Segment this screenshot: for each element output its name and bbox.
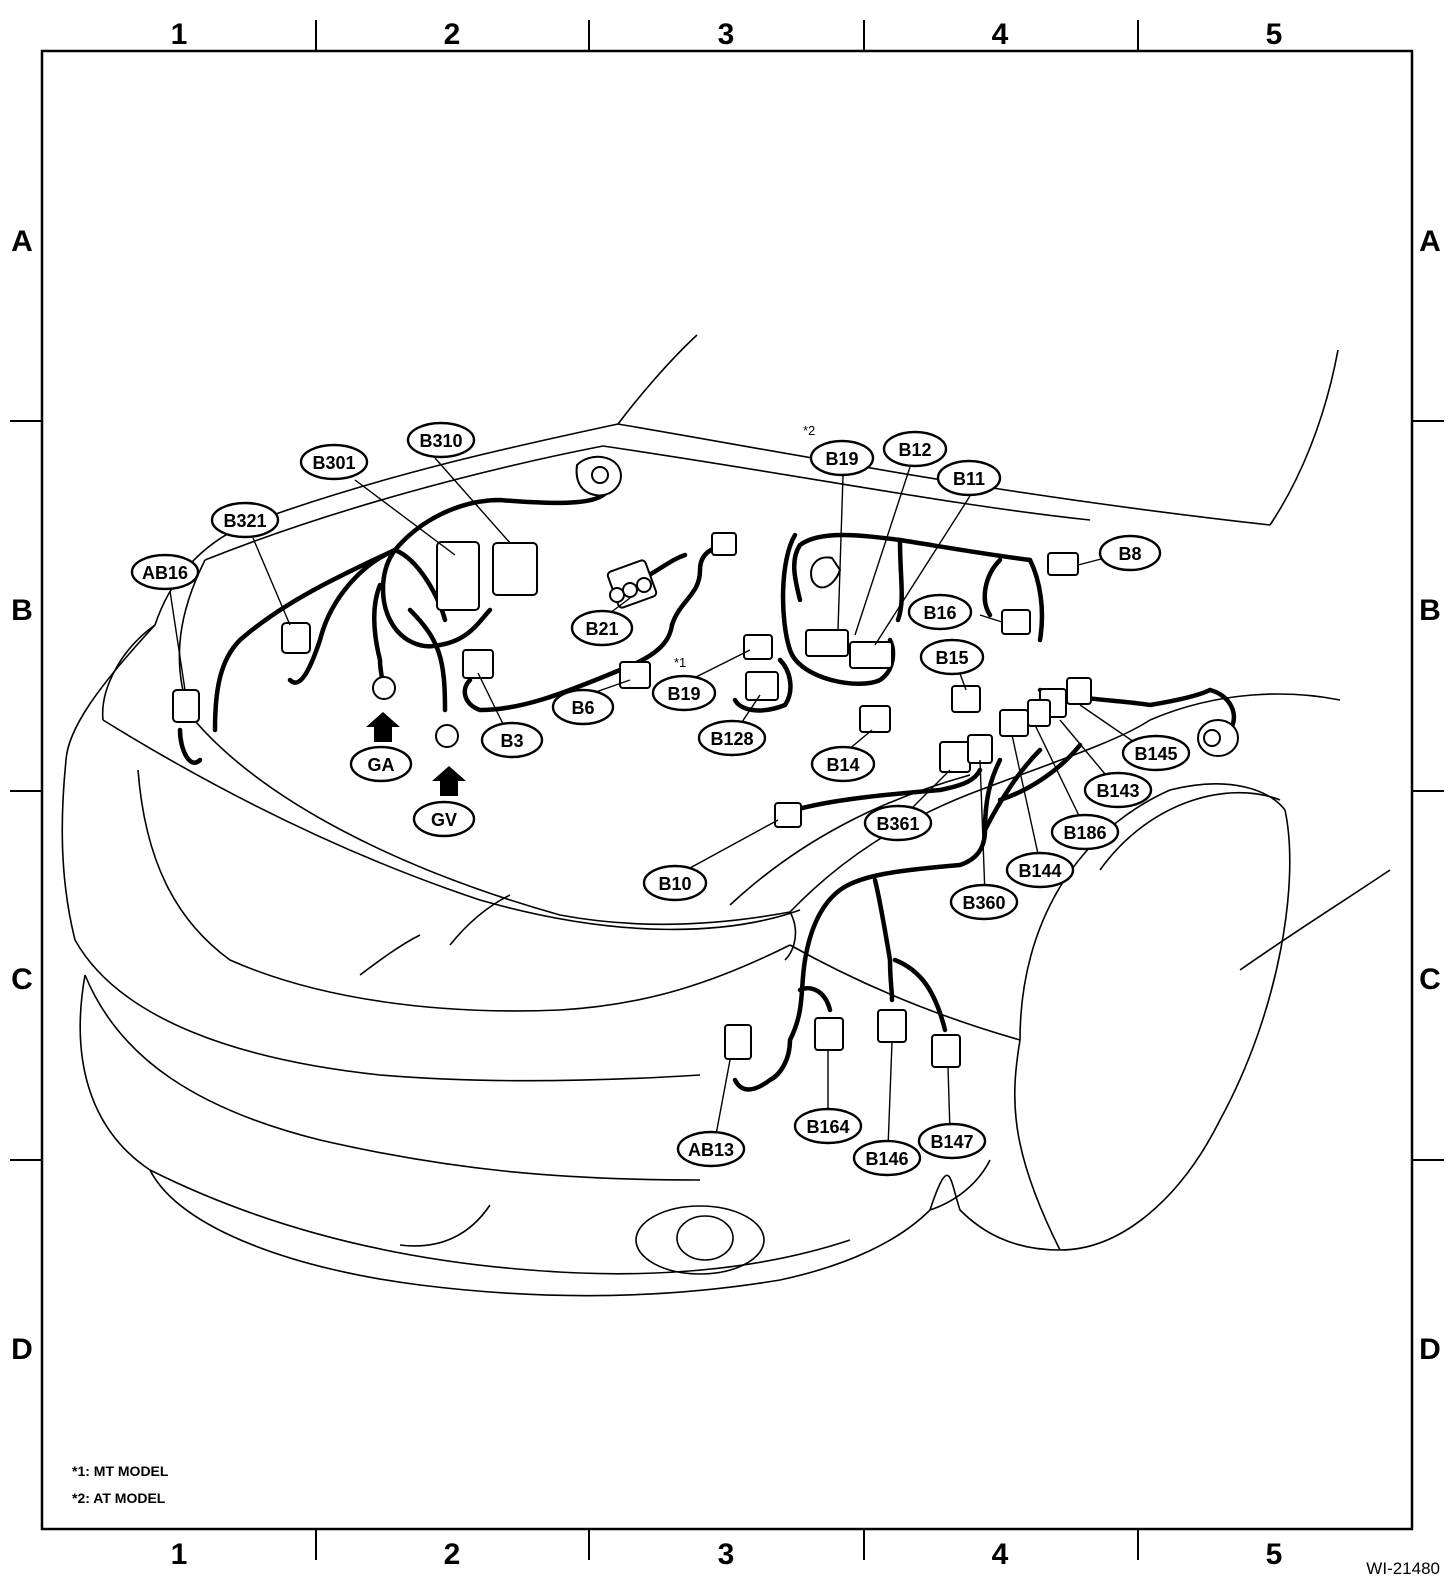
grid-col-3-bottom: 3 <box>718 1538 735 1571</box>
leader-lines <box>169 457 1151 1149</box>
svg-text:B3: B3 <box>500 731 523 751</box>
label-b144: B144 <box>1005 851 1075 889</box>
grid-row-a-left: A <box>11 225 33 258</box>
grid-row-c-right: C <box>1419 963 1441 996</box>
svg-text:B145: B145 <box>1134 744 1177 764</box>
label-b321: B321 <box>210 501 280 539</box>
svg-text:B14: B14 <box>826 755 859 775</box>
connector-bodies <box>172 455 1239 1068</box>
document-id: WI-21480 <box>1366 1559 1440 1578</box>
label-b186: B186 <box>1050 813 1120 851</box>
label-b361: B361 <box>863 804 933 842</box>
label-b12: B12 <box>882 430 948 468</box>
svg-text:B19: B19 <box>825 449 858 469</box>
svg-text:B8: B8 <box>1118 544 1141 564</box>
svg-text:B321: B321 <box>223 511 266 531</box>
note-mt-model: *1: MT MODEL <box>72 1463 169 1479</box>
svg-text:B12: B12 <box>898 440 931 460</box>
label-b21: B21 <box>570 609 634 647</box>
grid-col-2-bottom: 2 <box>444 1538 461 1571</box>
svg-text:B128: B128 <box>710 729 753 749</box>
svg-text:AB13: AB13 <box>688 1140 734 1160</box>
svg-text:B146: B146 <box>865 1149 908 1169</box>
svg-text:B164: B164 <box>806 1117 849 1137</box>
grid-col-4-top: 4 <box>992 18 1009 51</box>
svg-text:B361: B361 <box>876 814 919 834</box>
frame <box>10 20 1444 1560</box>
svg-text:B16: B16 <box>923 603 956 623</box>
vehicle-body <box>61 334 1391 1297</box>
gv-arrow-icon <box>432 766 466 796</box>
label-b19-at: *2 B19 <box>803 423 875 477</box>
label-b310: B310 <box>406 421 476 459</box>
label-b3: B3 <box>480 721 544 759</box>
svg-text:B310: B310 <box>419 431 462 451</box>
grid-row-d-right: D <box>1419 1333 1441 1366</box>
svg-text:B143: B143 <box>1096 781 1139 801</box>
grid-row-c-left: C <box>11 963 33 996</box>
grid-row-b-left: B <box>11 594 33 627</box>
svg-text:B11: B11 <box>953 469 985 489</box>
label-b6: B6 <box>551 688 615 726</box>
grid-col-2-top: 2 <box>444 18 461 51</box>
svg-text:B301: B301 <box>312 453 355 473</box>
svg-text:B147: B147 <box>930 1132 973 1152</box>
label-b10: B10 <box>642 864 708 902</box>
label-b16: B16 <box>907 593 973 631</box>
note-at-model: *2: AT MODEL <box>72 1490 166 1506</box>
grid-col-1-bottom: 1 <box>171 1538 188 1571</box>
label-b147: B147 <box>917 1122 987 1160</box>
label-b8: B8 <box>1098 534 1162 572</box>
grid-col-5-bottom: 5 <box>1266 1538 1283 1571</box>
svg-text:B19: B19 <box>667 684 700 704</box>
label-ab13: AB13 <box>676 1130 746 1168</box>
svg-text:B15: B15 <box>935 648 968 668</box>
ground-arrows <box>366 712 466 796</box>
svg-text:B144: B144 <box>1018 861 1061 881</box>
svg-text:B360: B360 <box>962 893 1005 913</box>
mt-marker: *1 <box>674 655 686 670</box>
label-b19-mt: *1 B19 <box>651 655 717 712</box>
label-b15: B15 <box>919 638 985 676</box>
label-gv: GV <box>412 800 476 838</box>
svg-text:AB16: AB16 <box>142 563 188 583</box>
connector-labels: B310 B301 B321 AB16 B21 B6 B3 GA <box>130 421 1191 1177</box>
svg-text:B21: B21 <box>585 619 618 639</box>
svg-text:B10: B10 <box>658 874 691 894</box>
ga-arrow-icon <box>366 712 400 742</box>
label-b164: B164 <box>793 1107 863 1145</box>
label-b360: B360 <box>949 883 1019 921</box>
wire-harness <box>177 485 1237 1092</box>
grid-col-5-top: 5 <box>1266 18 1283 51</box>
grid-row-a-right: A <box>1419 225 1441 258</box>
label-b146: B146 <box>852 1139 922 1177</box>
grid-col-3-top: 3 <box>718 18 735 51</box>
label-b145: B145 <box>1121 734 1191 772</box>
grid-col-4-bottom: 4 <box>992 1538 1009 1571</box>
svg-text:B6: B6 <box>571 698 594 718</box>
label-ab16: AB16 <box>130 553 200 591</box>
label-b301: B301 <box>299 443 369 481</box>
svg-text:GA: GA <box>368 755 395 775</box>
label-b11: B11 <box>936 459 1002 497</box>
label-b128: B128 <box>697 719 767 757</box>
grid-col-1-top: 1 <box>171 18 188 51</box>
svg-text:GV: GV <box>431 810 457 830</box>
label-b14: B14 <box>810 745 876 783</box>
label-b143: B143 <box>1083 771 1153 809</box>
svg-text:B186: B186 <box>1063 823 1106 843</box>
label-ga: GA <box>349 745 413 783</box>
at-marker: *2 <box>803 423 815 438</box>
grid-row-b-right: B <box>1419 594 1441 627</box>
grid-row-d-left: D <box>11 1333 33 1366</box>
